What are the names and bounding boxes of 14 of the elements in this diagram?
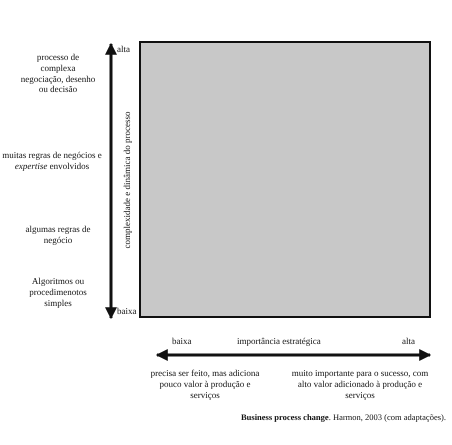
axis-label: alta (117, 44, 130, 55)
source-caption: Business process change. Harmon, 2003 (com adaptações). (240, 412, 446, 422)
shaded-area (139, 41, 431, 318)
description-text: Algoritmos ou procedimenotos simples (28, 276, 88, 308)
axis-label: baixa (117, 306, 136, 317)
axis-label: baixa (172, 336, 192, 347)
description-text: algumas regras de negócio (24, 224, 92, 246)
description-text: muitas regras de negócios e expertise envolvidos (2, 150, 102, 172)
description-text: processo de complexa negociação, desenho ou decisão (20, 52, 96, 96)
axis-title: complexidade e dinâmica do processo (122, 110, 132, 250)
axis-label: alta (402, 336, 415, 347)
description-text: muito importante para o sucesso, com alto valor adicionado à produção e serviços (290, 368, 430, 400)
axis-label: importância estratégica (237, 336, 321, 347)
description-text: precisa ser feito, mas adiciona pouco valor à produção e serviços (150, 368, 260, 400)
